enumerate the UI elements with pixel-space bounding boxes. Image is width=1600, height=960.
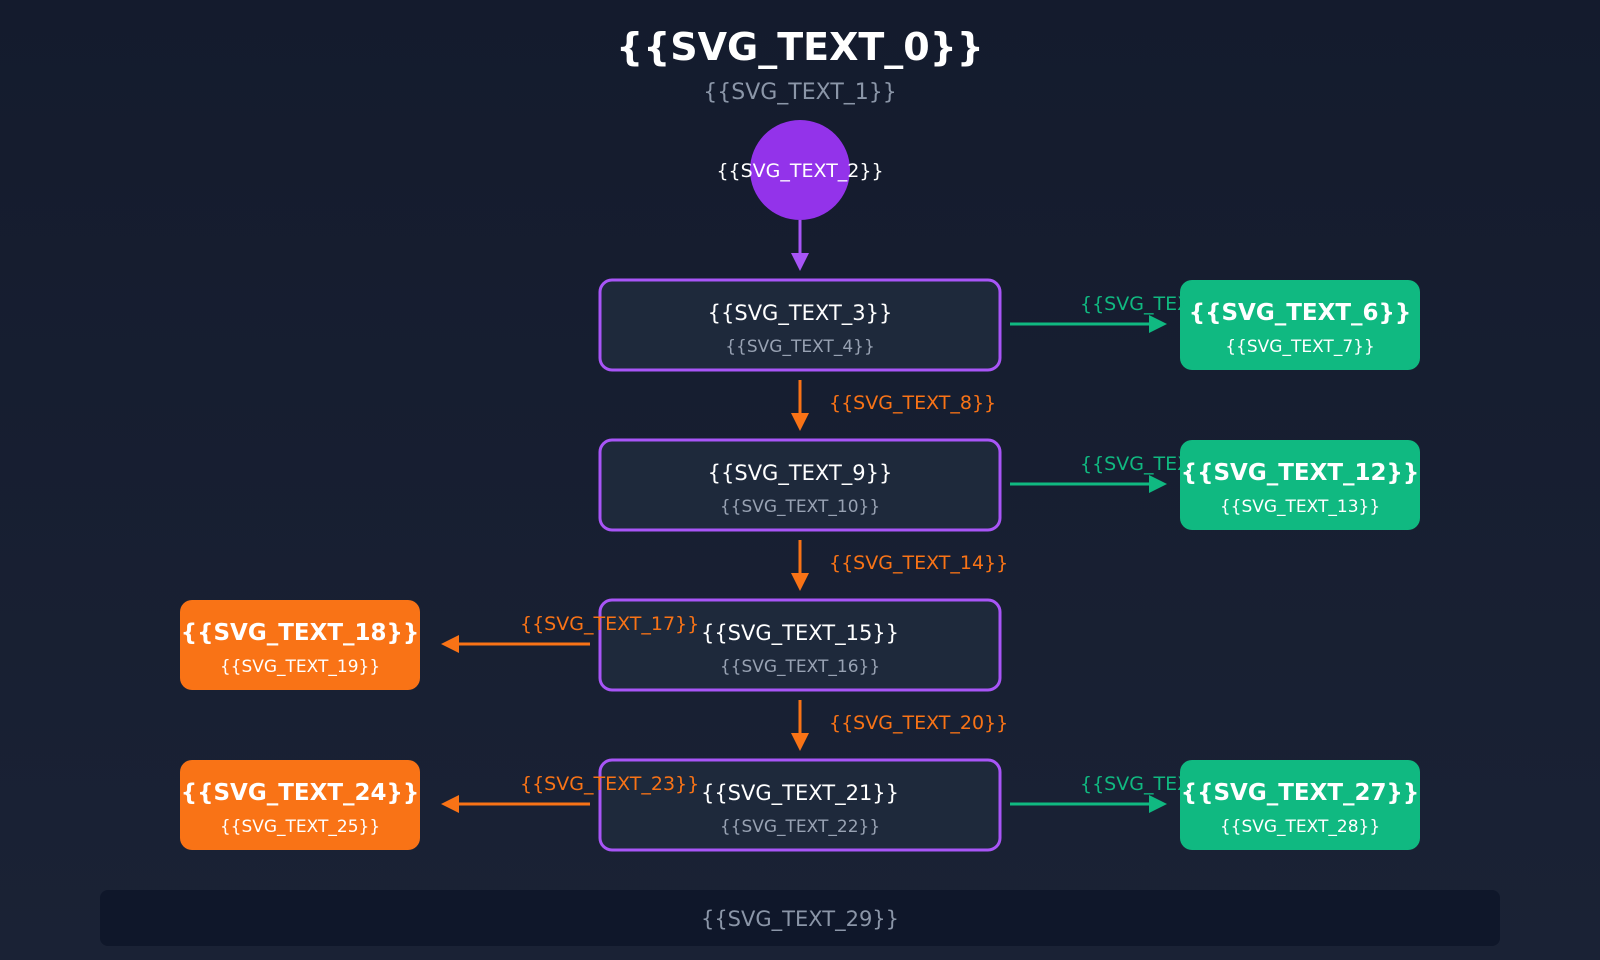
success-box xyxy=(1180,440,1420,530)
start-circle xyxy=(750,120,850,220)
success-title: {{SVG_TEXT_12}} xyxy=(1181,460,1420,486)
diagram-subtitle: {{SVG_TEXT_1}} xyxy=(703,80,897,105)
success-arrow-label-1: {{SVG_TEX xyxy=(1080,293,1190,315)
success-subtitle: {{SVG_TEXT_28}} xyxy=(1220,817,1380,837)
step-title: {{SVG_TEXT_3}} xyxy=(708,301,893,326)
step-node-4: {{SVG_TEXT_21}} {{SVG_TEXT_22}} xyxy=(598,758,1002,852)
step-subtitle: {{SVG_TEXT_10}} xyxy=(720,497,880,517)
failure-box xyxy=(180,600,420,690)
success-node-3: {{SVG_TEXT_27}} {{SVG_TEXT_28}} xyxy=(1180,760,1420,850)
step-title: {{SVG_TEXT_21}} xyxy=(701,781,899,806)
step-subtitle: {{SVG_TEXT_22}} xyxy=(720,817,880,837)
step-box xyxy=(598,598,1002,692)
step-box xyxy=(598,438,1002,532)
footer-text: {{SVG_TEXT_29}} xyxy=(701,907,899,932)
diagram-title: {{SVG_TEXT_0}} xyxy=(616,25,984,69)
footer-box xyxy=(100,890,1500,946)
success-node-1: {{SVG_TEXT_6}} {{SVG_TEXT_7}} xyxy=(1180,280,1420,370)
failure-box xyxy=(180,760,420,850)
failure-title: {{SVG_TEXT_18}} xyxy=(181,620,420,646)
down-arrow-label-3: {{SVG_TEXT_20}} xyxy=(829,712,1008,734)
step-subtitle: {{SVG_TEXT_4}} xyxy=(725,337,875,357)
step-box xyxy=(598,278,1002,372)
start-node: {{SVG_TEXT_2}} xyxy=(716,120,884,220)
failure-node-1: {{SVG_TEXT_18}} {{SVG_TEXT_19}} xyxy=(180,600,420,690)
step-node-3: {{SVG_TEXT_15}} {{SVG_TEXT_16}} xyxy=(598,598,1002,692)
success-node-2: {{SVG_TEXT_12}} {{SVG_TEXT_13}} xyxy=(1180,440,1420,530)
success-arrow-label-2: {{SVG_TEX xyxy=(1080,453,1190,475)
success-box xyxy=(1180,280,1420,370)
failure-node-2: {{SVG_TEXT_24}} {{SVG_TEXT_25}} xyxy=(180,760,420,850)
step-node-2: {{SVG_TEXT_9}} {{SVG_TEXT_10}} xyxy=(598,438,1002,532)
step-title: {{SVG_TEXT_9}} xyxy=(708,461,893,486)
success-arrow-label-3: {{SVG_TEX xyxy=(1080,773,1190,795)
start-label: {{SVG_TEXT_2}} xyxy=(716,160,883,182)
success-box xyxy=(1180,760,1420,850)
step-box xyxy=(598,758,1002,852)
failure-arrow-label-1: {{SVG_TEXT_17}} xyxy=(520,613,699,635)
footer-bar: {{SVG_TEXT_29}} xyxy=(100,890,1500,946)
failure-title: {{SVG_TEXT_24}} xyxy=(181,780,420,806)
failure-subtitle: {{SVG_TEXT_25}} xyxy=(220,817,380,837)
success-title: {{SVG_TEXT_27}} xyxy=(1181,780,1420,806)
step-node-1: {{SVG_TEXT_3}} {{SVG_TEXT_4}} xyxy=(598,278,1002,372)
failure-subtitle: {{SVG_TEXT_19}} xyxy=(220,657,380,677)
success-subtitle: {{SVG_TEXT_13}} xyxy=(1220,497,1380,517)
down-arrow-label-1: {{SVG_TEXT_8}} xyxy=(829,392,996,414)
failure-arrow-label-2: {{SVG_TEXT_23}} xyxy=(520,773,699,795)
success-title: {{SVG_TEXT_6}} xyxy=(1189,300,1412,326)
success-subtitle: {{SVG_TEXT_7}} xyxy=(1225,337,1375,357)
step-title: {{SVG_TEXT_15}} xyxy=(701,621,899,646)
down-arrow-label-2: {{SVG_TEXT_14}} xyxy=(829,552,1008,574)
step-subtitle: {{SVG_TEXT_16}} xyxy=(720,657,880,677)
